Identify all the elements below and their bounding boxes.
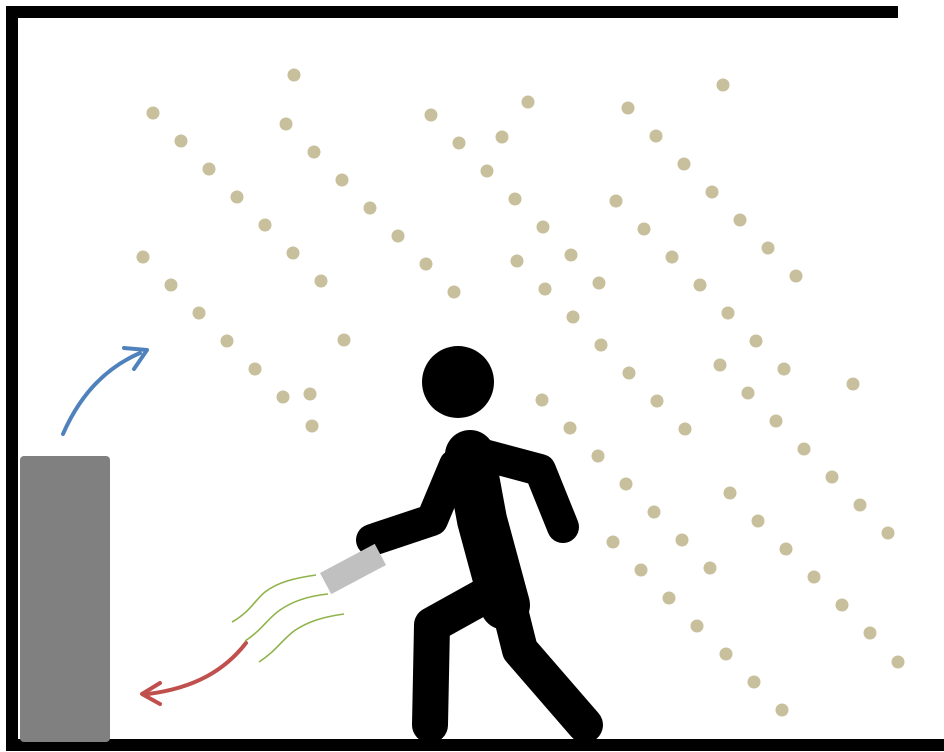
particle-dot [650, 130, 663, 143]
particle-dot [892, 656, 905, 669]
particle-dot [750, 335, 763, 348]
particle-dot [392, 230, 405, 243]
particle-dot [762, 242, 775, 255]
particle-dot [778, 363, 791, 376]
particle-dot [607, 536, 620, 549]
particle-dot [651, 395, 664, 408]
particle-dot [287, 247, 300, 260]
particle-dot [425, 109, 438, 122]
particle-dot [638, 223, 651, 236]
particle-dot [854, 499, 867, 512]
particle-dot [536, 394, 549, 407]
particle-dot [790, 270, 803, 283]
particle-dot [734, 214, 747, 227]
particle-dot [714, 359, 727, 372]
particle-dot [565, 249, 578, 262]
particle-dot [826, 471, 839, 484]
particle-dot [706, 186, 719, 199]
particle-dot [315, 275, 328, 288]
particle-dot [336, 174, 349, 187]
particle-dot [304, 388, 317, 401]
particle-dot [193, 307, 206, 320]
particle-dot [694, 279, 707, 292]
particle-dot [882, 527, 895, 540]
particle-dot [622, 102, 635, 115]
particle-dot [808, 571, 821, 584]
particle-dot [722, 307, 735, 320]
particle-dot [567, 311, 580, 324]
particle-dot [453, 137, 466, 150]
particle-dot [748, 676, 761, 689]
particle-dot [481, 165, 494, 178]
particle-dot [221, 335, 234, 348]
particle-dot [780, 543, 793, 556]
particle-dot [620, 478, 633, 491]
walking-person-icon [372, 346, 585, 725]
curved-arrow-up-right-icon [63, 348, 147, 434]
particle-dot [147, 107, 160, 120]
particle-dot [798, 443, 811, 456]
particle-dot [720, 648, 733, 661]
particle-dot [511, 255, 524, 268]
particle-dot [691, 620, 704, 633]
particle-dot [676, 534, 689, 547]
particle-dot [648, 506, 661, 519]
particle-dot [231, 191, 244, 204]
particle-dot [836, 599, 849, 612]
particle-dot [137, 251, 150, 264]
particle-dot [776, 704, 789, 717]
wavy-lines-icon [232, 575, 344, 662]
particle-dot [522, 96, 535, 109]
particle-dot [539, 283, 552, 296]
particle-dot [338, 334, 351, 347]
return-air-unit [20, 456, 110, 742]
particle-dot [623, 367, 636, 380]
particle-dot [704, 562, 717, 575]
particle-dot [564, 422, 577, 435]
particle-dot [249, 363, 262, 376]
particle-dot [742, 387, 755, 400]
particle-dot [165, 279, 178, 292]
particle-dot [635, 564, 648, 577]
particle-dot [259, 219, 272, 232]
particle-dot [595, 339, 608, 352]
particle-dot [364, 202, 377, 215]
particle-dot [203, 163, 216, 176]
particle-dot [724, 487, 737, 500]
curved-arrow-down-left-icon [142, 643, 246, 704]
particle-dot [448, 286, 461, 299]
particle-dot [308, 146, 321, 159]
particle-dot [717, 79, 730, 92]
particle-dot [770, 415, 783, 428]
handheld-device-icon [320, 544, 386, 594]
particle-dot [280, 118, 293, 131]
particle-dot [663, 592, 676, 605]
particle-dot [666, 251, 679, 264]
particle-dot [847, 378, 860, 391]
particle-dot [537, 221, 550, 234]
particle-dot [610, 195, 623, 208]
particle-dot [306, 420, 319, 433]
particle-dot [679, 423, 692, 436]
particle-dot [592, 450, 605, 463]
particle-dot [175, 135, 188, 148]
particle-dot [678, 158, 691, 171]
particle-dot [509, 193, 522, 206]
particle-dot [277, 391, 290, 404]
particle-dot [593, 277, 606, 290]
particle-dot [864, 627, 877, 640]
particle-dot [288, 69, 301, 82]
particle-dot [752, 515, 765, 528]
particle-dot [420, 258, 433, 271]
particle-dot [496, 131, 509, 144]
